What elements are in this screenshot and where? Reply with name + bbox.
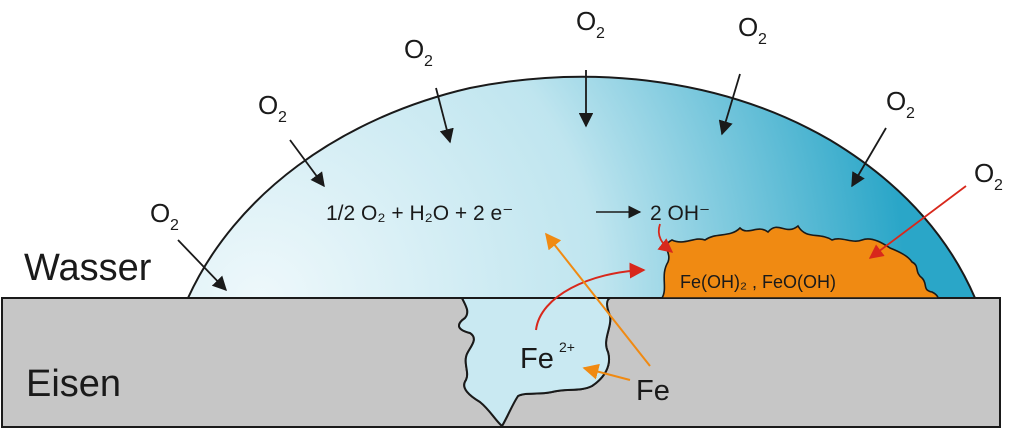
svg-text:Fe: Fe — [520, 343, 554, 375]
rust-label: Fe(OH)₂ , FeO(OH) — [680, 272, 836, 292]
oh-to-rust-arrow — [657, 223, 674, 253]
svg-text:2: 2 — [758, 31, 767, 48]
svg-text:2+: 2+ — [559, 339, 575, 355]
svg-text:O: O — [576, 6, 596, 36]
water-label: Wasser — [24, 247, 152, 289]
o2-label-3: O 2 — [404, 34, 433, 70]
svg-text:2: 2 — [424, 53, 433, 70]
svg-text:O: O — [886, 86, 906, 116]
svg-text:2: 2 — [596, 25, 605, 42]
o2-label-2: O 2 — [258, 90, 287, 126]
svg-text:O: O — [974, 158, 994, 188]
svg-text:O: O — [258, 90, 278, 120]
fe-label: Fe — [636, 375, 670, 407]
svg-text:2: 2 — [994, 177, 1003, 194]
pit-water — [458, 297, 612, 428]
o2-arrow-2 — [289, 139, 325, 188]
o2-arrow-red — [868, 185, 967, 259]
fe2plus-to-rust-arrow — [535, 262, 646, 331]
o2-arrow-1 — [177, 239, 227, 292]
oxidation-arrow — [582, 363, 631, 381]
o2-label-1: O 2 — [150, 198, 179, 234]
reaction-right: 2 OH⁻ — [650, 202, 710, 225]
o2-arrow-5 — [718, 73, 741, 136]
o2-label-7: O 2 — [974, 158, 1003, 194]
svg-text:2: 2 — [278, 109, 287, 126]
svg-text:2: 2 — [906, 105, 915, 122]
o2-label-4: O 2 — [576, 6, 605, 42]
svg-text:2: 2 — [170, 217, 179, 234]
electron-arrow — [545, 232, 651, 367]
fe2plus-label: Fe 2+ — [520, 339, 575, 375]
svg-text:O: O — [738, 12, 758, 42]
o2-arrow-6 — [851, 127, 887, 188]
svg-text:O: O — [150, 198, 170, 228]
iron-label: Eisen — [26, 363, 121, 405]
svg-text:O: O — [404, 34, 424, 64]
o2-label-6: O 2 — [886, 86, 915, 122]
o2-label-5: O 2 — [738, 12, 767, 48]
rust-deposit — [660, 224, 941, 299]
o2-arrow-3 — [435, 87, 454, 144]
reaction-left: 1/2 O₂ + H₂O + 2 e⁻ — [326, 202, 513, 225]
